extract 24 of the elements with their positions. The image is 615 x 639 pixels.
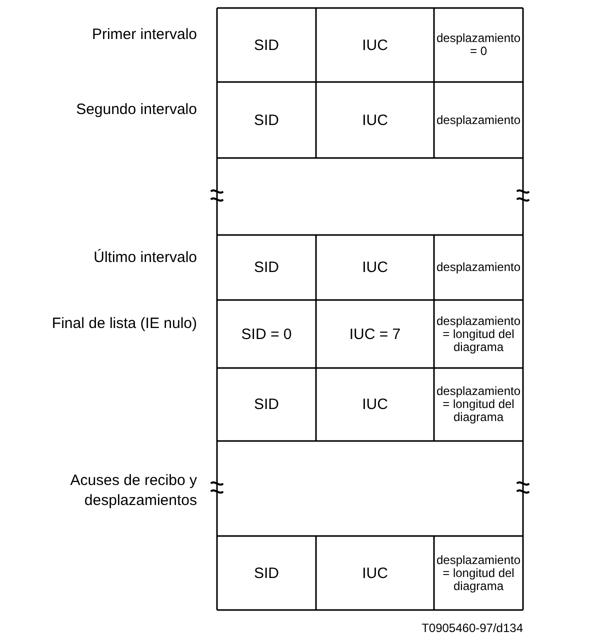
field-name: IUC [362,398,388,411]
field-description: desplazamiento = longitud del diagrama [436,314,521,354]
figure-id: T0905460-97/d134 [422,622,523,634]
field-description: desplazamiento [436,114,521,126]
row-label: Primer intervalo [92,25,197,45]
field-name: SID [254,38,279,52]
row-label: Acuses de recibo y desplazamientos [69,471,197,511]
row-label: Segundo intervalo [76,100,197,120]
field-name: SID [254,114,279,126]
field-name: SID [254,566,279,580]
field-name: IUC [362,566,388,580]
field-name: IUC [362,261,388,274]
field-name: SID = 0 [241,328,292,340]
field-name: IUC [362,38,388,52]
field-description: desplazamiento [436,261,521,274]
field-name: SID [254,398,279,411]
field-description: desplazamiento = 0 [436,32,521,58]
field-name: IUC [362,114,388,126]
row-label: Final de lista (IE nulo) [52,314,197,334]
field-description: desplazamiento = longitud del diagrama [436,385,521,424]
field-name: SID [254,261,279,274]
row-label: Último intervalo [94,248,197,268]
field-description: desplazamiento = longitud del diagrama [436,554,521,592]
field-name: IUC = 7 [349,328,401,340]
